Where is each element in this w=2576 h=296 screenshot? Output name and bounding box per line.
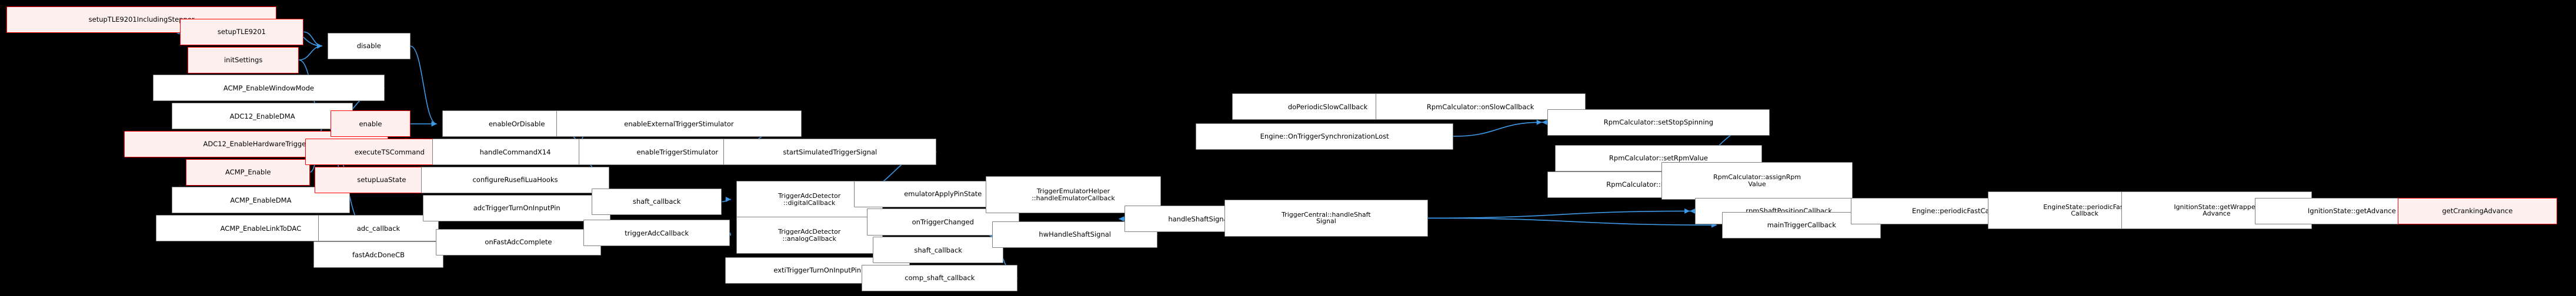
graph-edge: [1427, 217, 1717, 226]
graph-node[interactable]: shaft_callback: [873, 237, 1004, 264]
graph-node[interactable]: TriggerAdcDetector ::analogCallback: [736, 216, 883, 254]
graph-edge-arrowhead: [725, 197, 731, 203]
graph-edge-arrowhead: [316, 43, 322, 49]
graph-node[interactable]: comp_shaft_callback: [862, 264, 1018, 292]
graph-edge-arrowhead: [1119, 216, 1125, 222]
graph-edge: [410, 45, 437, 125]
graph-node[interactable]: ADC12_EnableDMA: [172, 103, 353, 130]
graph-edge: [1453, 122, 1542, 137]
graph-edge: [299, 45, 323, 60]
graph-node[interactable]: configureRusefiLuaHooks: [421, 166, 609, 193]
graph-node[interactable]: handleCommandX14: [432, 139, 598, 166]
graph-node[interactable]: startSimulatedTriggerSignal: [723, 139, 937, 166]
graph-node[interactable]: Engine::OnTriggerSynchronizationLost: [1196, 123, 1454, 150]
graph-node[interactable]: initSettings: [188, 46, 299, 73]
graph-node[interactable]: RpmCalculator::onSlowCallback: [1375, 93, 1586, 120]
graph-node[interactable]: getCrankingAdvance: [2398, 197, 2557, 224]
graph-node[interactable]: ACMP_Enable: [186, 159, 311, 186]
graph-node[interactable]: onFastAdcComplete: [435, 228, 601, 256]
graph-node[interactable]: fastAdcDoneCB: [313, 241, 444, 268]
graph-edge-arrowhead: [1536, 119, 1542, 125]
graph-node[interactable]: TriggerCentral::handleShaft Signal: [1224, 199, 1428, 237]
graph-node[interactable]: enable: [331, 110, 411, 137]
graph-node[interactable]: adc_callback: [318, 215, 439, 242]
graph-edge-arrowhead: [431, 121, 437, 127]
graph-node[interactable]: shaft_callback: [591, 188, 722, 216]
graph-edge-arrowhead: [1684, 208, 1690, 214]
graph-node[interactable]: triggerAdcCallback: [583, 220, 730, 247]
graph-node[interactable]: RpmCalculator::assignRpm Value: [1661, 162, 1853, 200]
graph-node[interactable]: ACMP_EnableWindowMode: [152, 75, 385, 102]
graph-node[interactable]: enableExternalTriggerStimulator: [556, 110, 802, 137]
graph-node[interactable]: RpmCalculator::setStopSpinning: [1547, 109, 1770, 136]
graph-node[interactable]: setupTLE9201: [179, 18, 304, 45]
graph-node[interactable]: hwHandleShaftSignal: [992, 221, 1158, 248]
graph-edge: [729, 232, 732, 236]
graph-edge: [1427, 210, 1690, 219]
graph-node[interactable]: disable: [327, 32, 411, 59]
graph-edge-arrowhead: [1541, 119, 1547, 125]
graph-edge-arrowhead: [1690, 208, 1696, 214]
graph-node[interactable]: adcTriggerTurnOnInputPin: [423, 194, 611, 221]
